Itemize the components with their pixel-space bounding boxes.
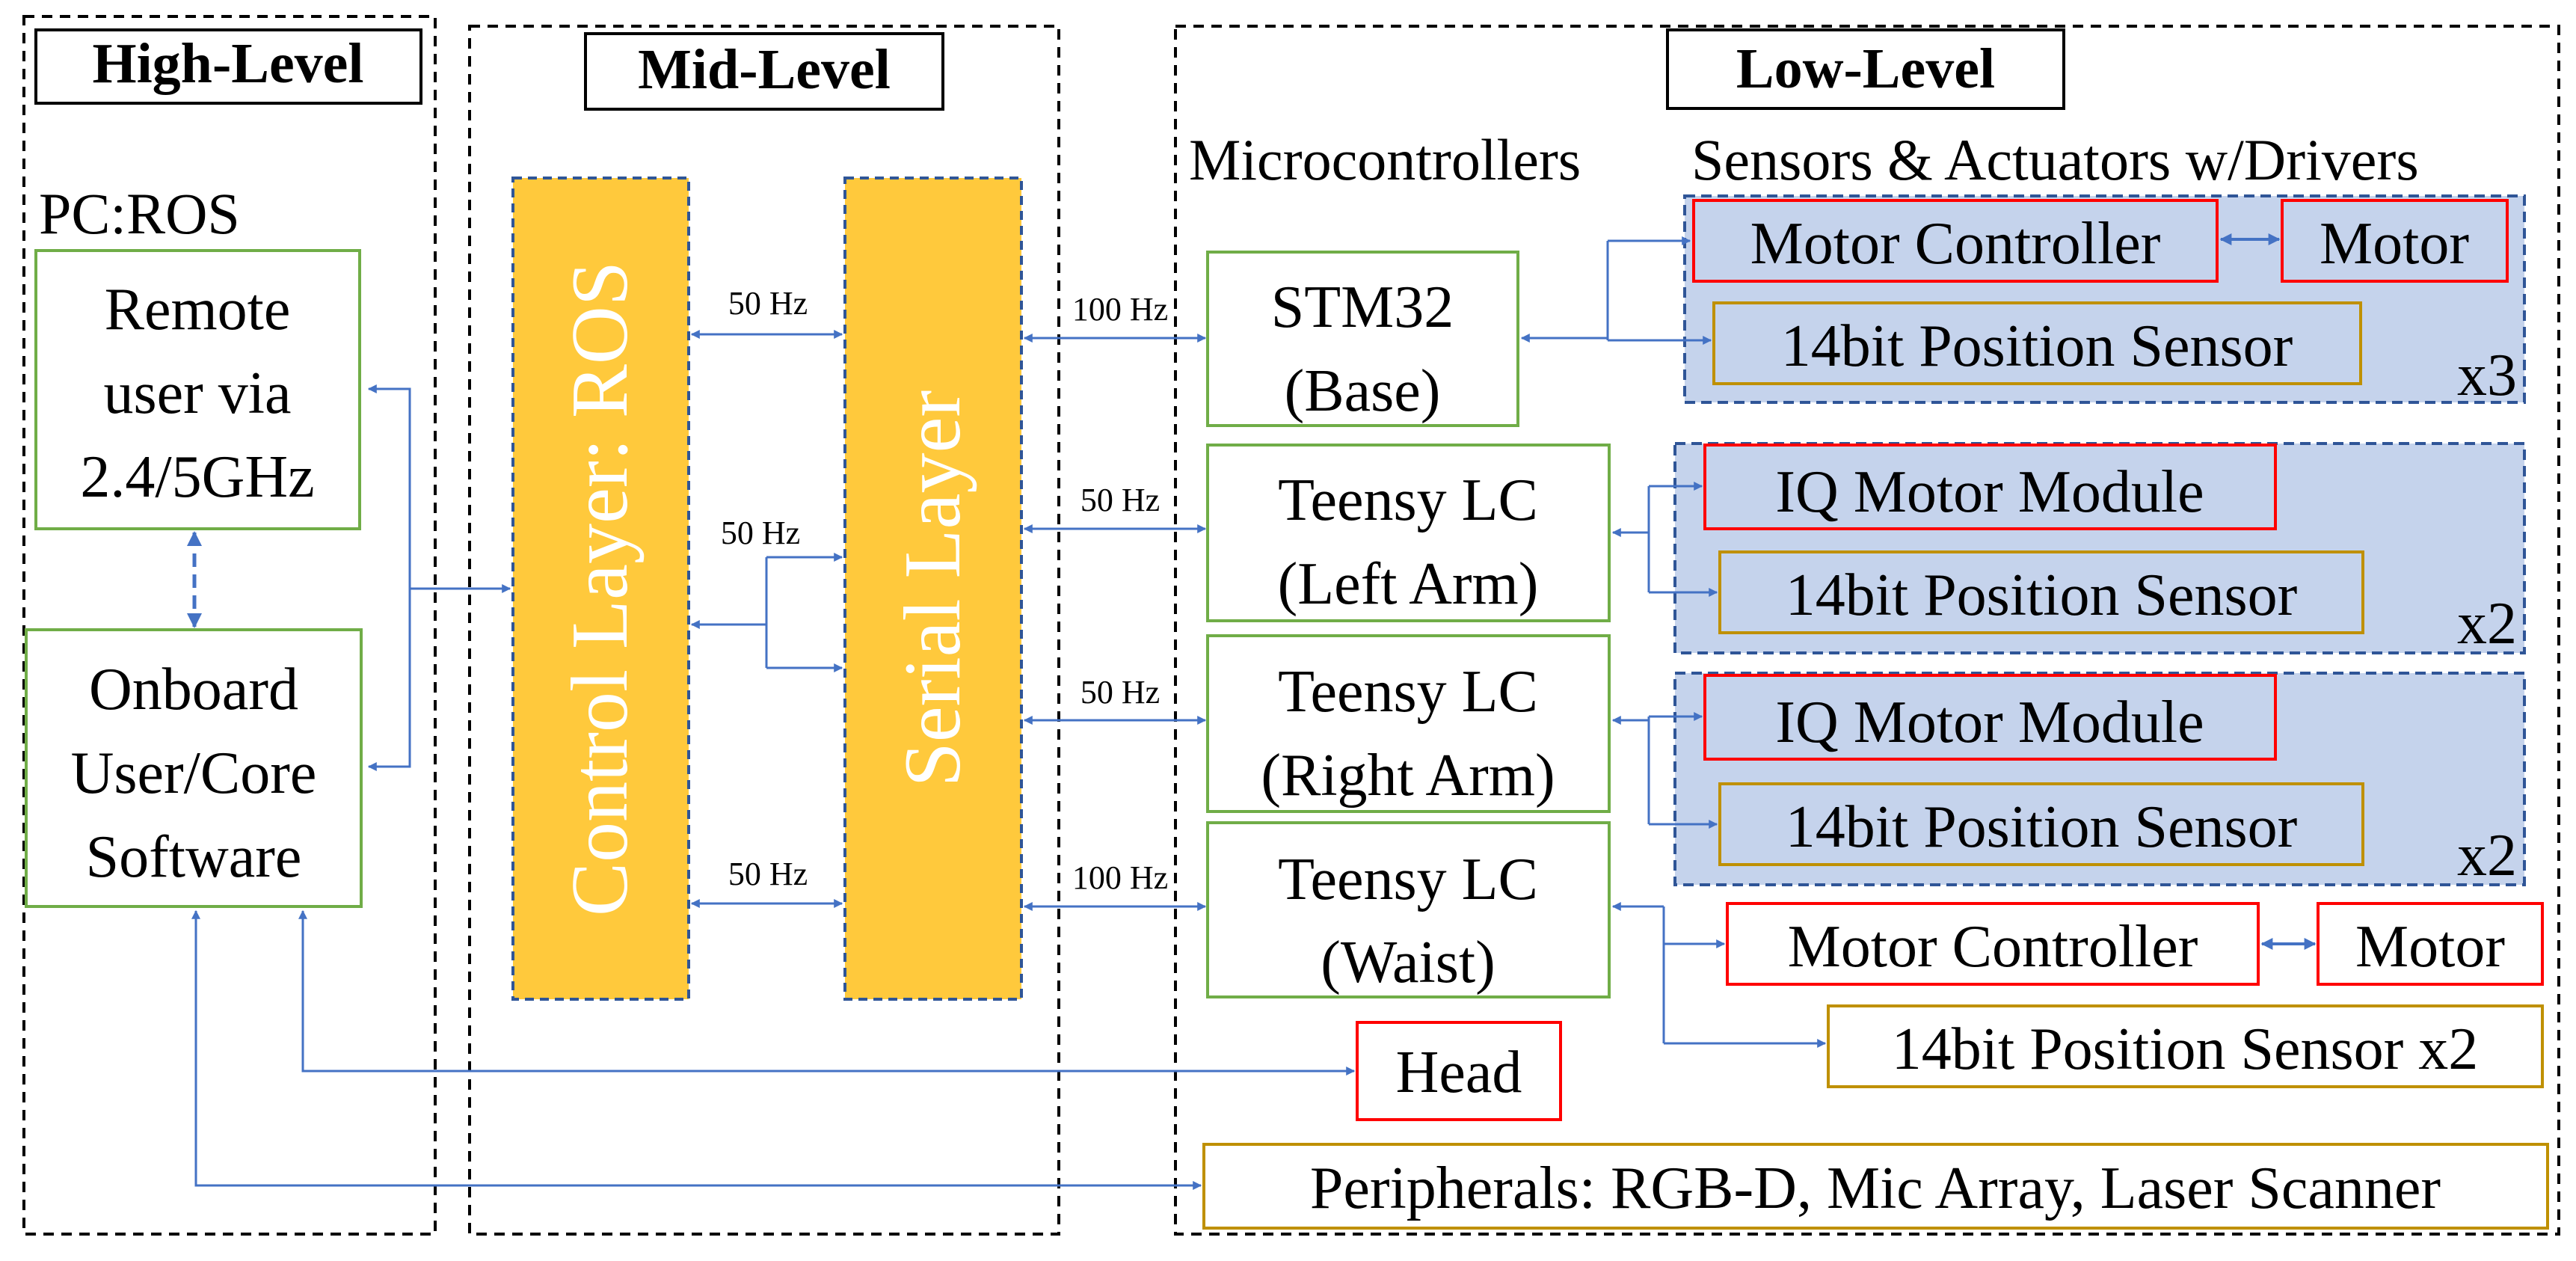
mcu-left-line-1: Teensy LC	[1278, 467, 1538, 533]
base-position-sensor-box	[1712, 301, 2362, 385]
mcu-base-line-1: STM32	[1271, 274, 1454, 340]
mid-level-section: Mid-Level	[468, 25, 1060, 1236]
base-multiplier: x3	[2457, 343, 2517, 408]
remote-line-3: 2.4/5GHz	[80, 444, 314, 510]
control-layer-box: Control Layer: ROS	[511, 177, 690, 1001]
right-position-sensor-box	[1718, 782, 2364, 866]
right-motor-module: IQ Motor Module	[1775, 690, 2204, 755]
control-serial-connectors	[690, 330, 843, 908]
waist-position-sensor: 14bit Position Sensor x2	[1892, 1016, 2479, 1082]
freq-cs-top: 50 Hz	[728, 285, 808, 322]
pc-ros-label: PC:ROS	[39, 181, 240, 246]
mcu-right-line-1: Teensy LC	[1278, 659, 1538, 725]
mcu-waist-line-1: Teensy LC	[1278, 847, 1538, 912]
mid-level-title-box	[584, 32, 944, 111]
base-motor-box	[2281, 199, 2509, 283]
right-motor-module-box	[1703, 674, 2277, 761]
base-position-sensor: 14bit Position Sensor	[1781, 313, 2293, 379]
freq-base: 100 Hz	[1072, 291, 1168, 328]
freq-waist: 100 Hz	[1072, 859, 1168, 896]
right-multiplier: x2	[2457, 823, 2517, 889]
left-position-sensor: 14bit Position Sensor	[1786, 562, 2298, 628]
right-arm-actuator-group: IQ Motor Module 14bit Position Sensor x2	[1673, 672, 2526, 889]
waist-motor-box	[2317, 902, 2544, 986]
high-level-title-box	[34, 28, 422, 105]
mcu-left-arm-box: Teensy LC (Left Arm)	[1206, 444, 1611, 622]
low-level-section: Low-Level	[1174, 25, 2560, 1236]
left-position-sensor-box	[1718, 550, 2364, 634]
left-motor-module: IQ Motor Module	[1775, 459, 2204, 525]
serial-layer-label: Serial Layer	[888, 390, 977, 788]
waist-components: Motor Controller Motor 14bit Position Se…	[1726, 902, 2544, 1088]
onboard-head-peripheral-links	[191, 909, 1356, 1190]
freq-left-arm: 50 Hz	[1080, 482, 1160, 518]
serial-layer-box: Serial Layer	[843, 177, 1023, 1001]
right-position-sensor: 14bit Position Sensor	[1786, 794, 2298, 860]
waist-motor-controller-box	[1726, 902, 2260, 986]
base-motor-controller-box	[1692, 199, 2219, 283]
head-box: Head	[1356, 1021, 1562, 1121]
microcontrollers-header: Microcontrollers	[1189, 127, 1581, 192]
freq-cs-bottom: 50 Hz	[728, 856, 808, 892]
left-multiplier: x2	[2457, 591, 2517, 657]
low-level-title: Low-Level	[1736, 37, 1995, 100]
base-actuator-group: Motor Controller Motor 14bit Position Se…	[1683, 194, 2526, 408]
sensors-actuators-header: Sensors & Actuators w/Drivers	[1691, 127, 2419, 192]
peripherals-label: Peripherals: RGB-D, Mic Array, Laser Sca…	[1310, 1156, 2441, 1221]
base-motor: Motor	[2320, 211, 2469, 277]
waist-motor: Motor	[2355, 914, 2505, 980]
remote-user-box: Remote user via 2.4/5GHz	[34, 249, 361, 530]
low-level-title-box	[1666, 28, 2065, 110]
freq-right-arm: 50 Hz	[1080, 674, 1160, 711]
peripherals-box: Peripherals: RGB-D, Mic Array, Laser Sca…	[1202, 1143, 2549, 1230]
mcu-right-arm-box: Teensy LC (Right Arm)	[1206, 634, 1611, 813]
left-motor-module-box	[1703, 444, 2277, 530]
waist-position-sensor-box	[1827, 1004, 2544, 1088]
serial-mcu-connectors	[1023, 334, 1207, 911]
high-to-control-connector	[367, 384, 511, 771]
mcu-base-box: STM32 (Base)	[1206, 251, 1519, 427]
left-arm-actuator-group: IQ Motor Module 14bit Position Sensor x2	[1673, 442, 2526, 657]
control-layer-label: Control Layer: ROS	[556, 261, 645, 916]
base-motor-controller: Motor Controller	[1750, 211, 2161, 277]
waist-motor-controller: Motor Controller	[1788, 914, 2198, 980]
mcu-right-line-2: (Right Arm)	[1261, 743, 1555, 809]
onboard-software-box: Onboard User/Core Software	[25, 628, 363, 908]
mcu-waist-box: Teensy LC (Waist)	[1206, 821, 1611, 998]
remote-line-1: Remote	[105, 277, 291, 343]
high-level-title: High-Level	[92, 32, 363, 95]
high-level-section: High-Level	[22, 15, 437, 1236]
onboard-line-1: Onboard	[89, 657, 298, 722]
mcu-base-line-2: (Base)	[1285, 358, 1441, 424]
remote-line-2: user via	[103, 360, 291, 426]
onboard-line-2: User/Core	[71, 740, 317, 806]
mcu-sensor-connectors	[1520, 236, 1827, 1048]
head-label: Head	[1396, 1040, 1522, 1105]
mcu-waist-line-2: (Waist)	[1321, 930, 1495, 995]
mcu-left-line-2: (Left Arm)	[1278, 551, 1539, 617]
onboard-line-3: Software	[86, 824, 302, 890]
freq-cs-mid: 50 Hz	[721, 515, 800, 551]
mid-level-title: Mid-Level	[638, 38, 891, 101]
